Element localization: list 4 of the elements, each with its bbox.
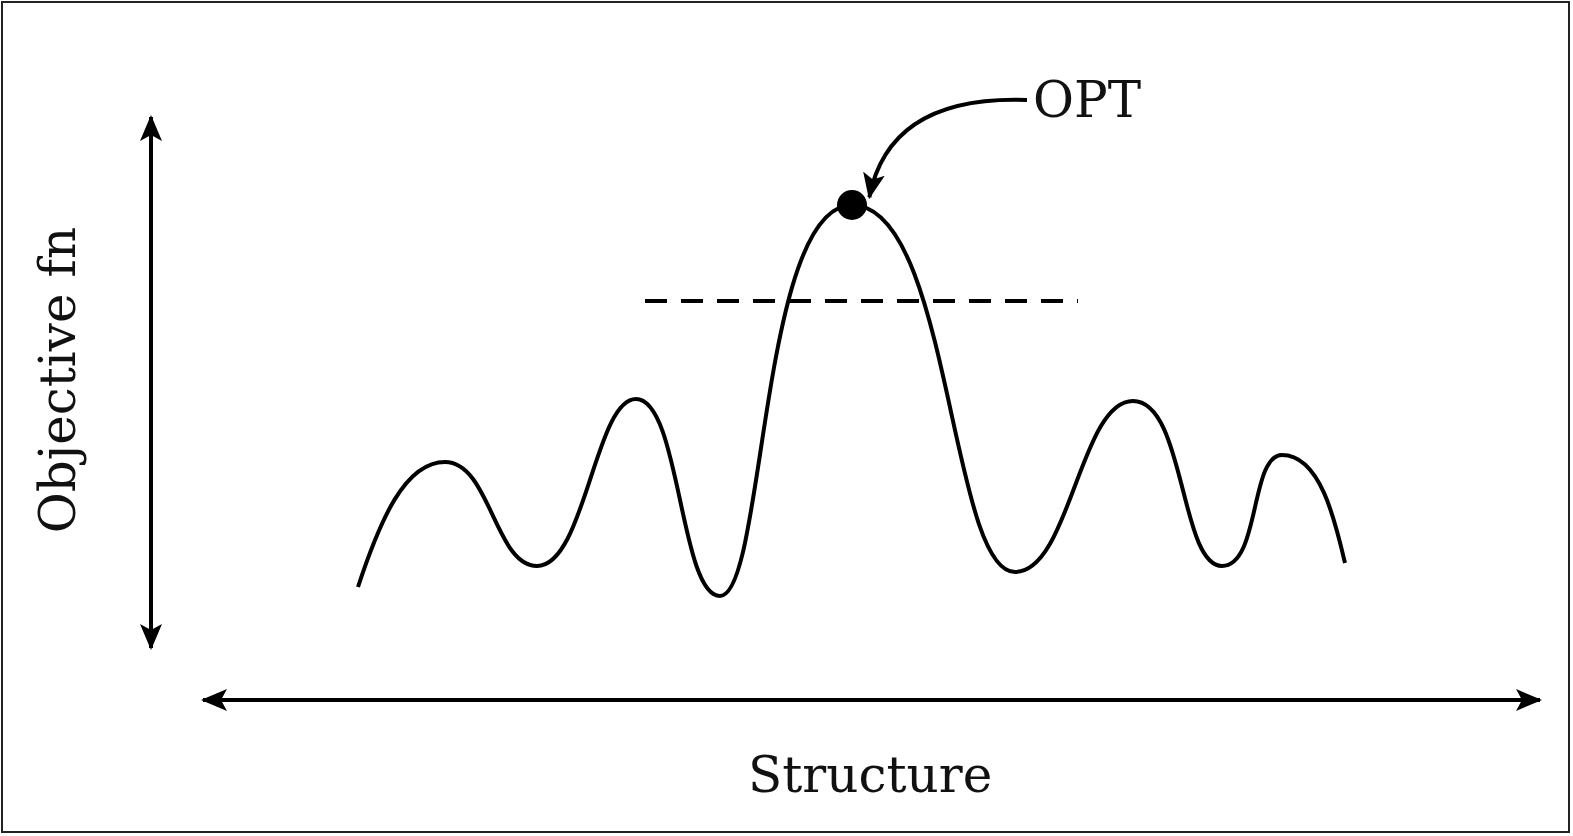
optimum-point: [837, 190, 867, 220]
leader-arrow: [864, 97, 1027, 200]
callout-label: OPT: [1033, 75, 1141, 125]
axis-label: Structure: [748, 750, 993, 800]
